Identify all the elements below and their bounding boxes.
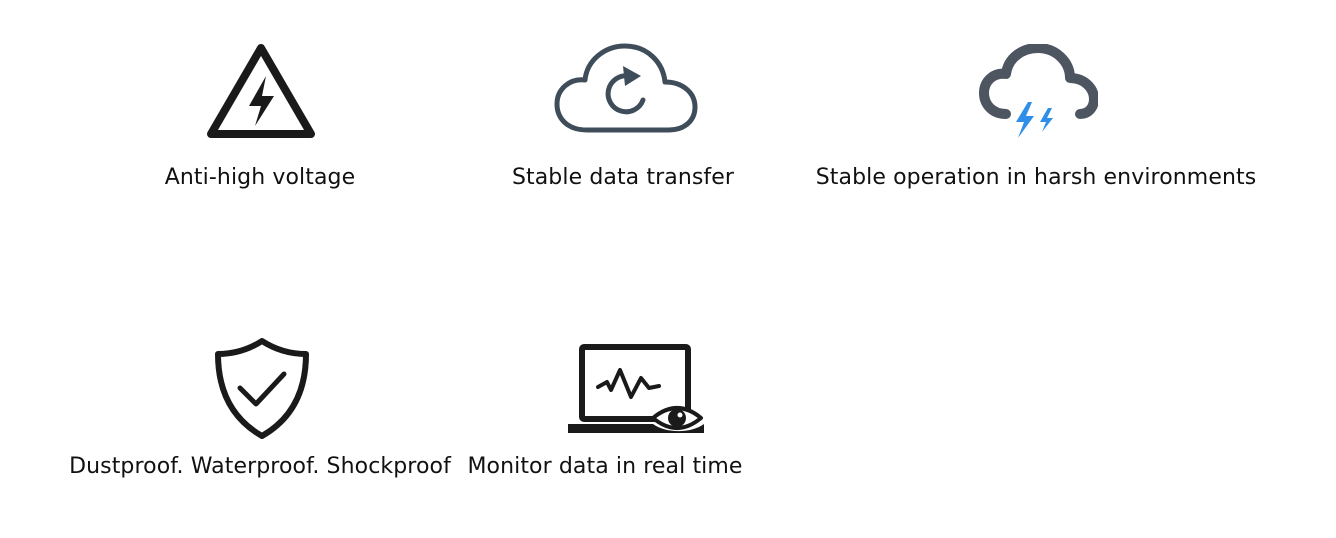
- storm-cloud-icon: [979, 44, 1098, 138]
- laptop-monitor-icon: [568, 344, 704, 433]
- feature-harsh-environments: Stable operation in harsh environments: [806, 0, 1266, 200]
- cloud-sync-icon: [554, 43, 698, 133]
- feature-label: Stable data transfer: [511, 165, 735, 190]
- feature-label: Stable operation in harsh environments: [815, 165, 1257, 190]
- feature-label: Dustproof. Waterproof. Shockproof: [69, 454, 451, 479]
- feature-anti-high-voltage: Anti-high voltage: [30, 0, 490, 200]
- feature-monitor-real-time: Monitor data in real time: [425, 290, 885, 490]
- feature-label: Monitor data in real time: [467, 454, 743, 479]
- shield-check-icon: [215, 338, 309, 439]
- feature-label: Anti-high voltage: [164, 165, 356, 190]
- feature-dustproof-waterproof-shockproof: Dustproof. Waterproof. Shockproof: [30, 290, 490, 490]
- high-voltage-warning-icon: [207, 44, 315, 138]
- feature-stable-data-transfer: Stable data transfer: [393, 0, 853, 200]
